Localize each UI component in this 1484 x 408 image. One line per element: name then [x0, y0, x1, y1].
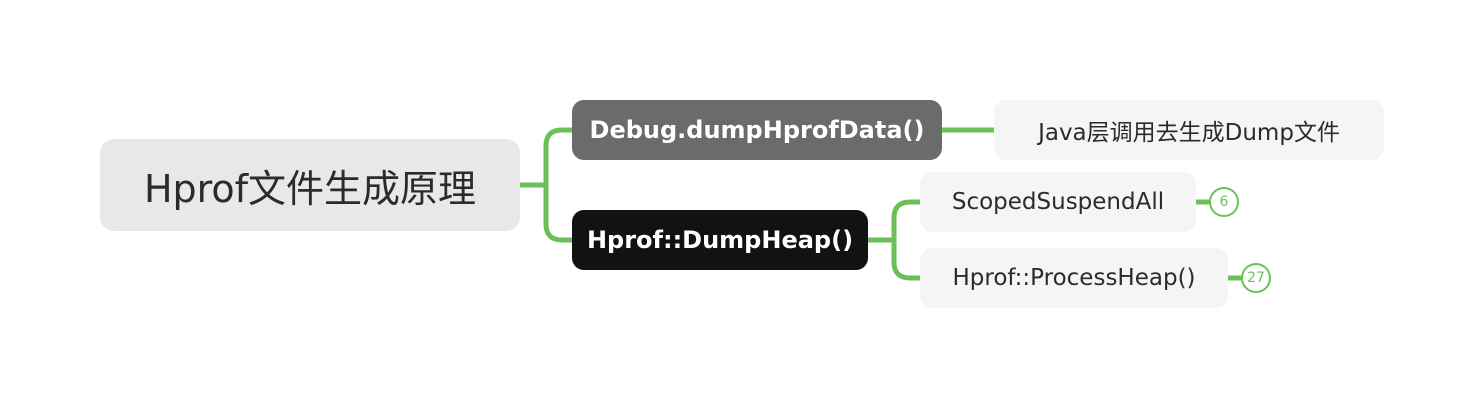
branch-topic-debug-dump[interactable]: Debug.dumpHprofData() — [572, 100, 942, 160]
subtopic-java-layer[interactable]: Java层调用去生成Dump文件 — [994, 100, 1384, 160]
connector-dumpheap-to-process — [891, 237, 923, 281]
badge-count: 6 — [1219, 194, 1229, 210]
subtopic-label: Hprof::ProcessHeap() — [952, 265, 1196, 291]
badge-count: 27 — [1247, 270, 1265, 286]
root-topic[interactable]: Hprof文件生成原理 — [100, 139, 520, 231]
connector-dumpheap-to-scoped — [891, 199, 923, 243]
subtopic-label: ScopedSuspendAll — [951, 189, 1165, 215]
branch-topic-label: Hprof::DumpHeap() — [586, 226, 854, 254]
connector-root-to-dumpheap — [543, 182, 575, 243]
subtopic-label: Java层调用去生成Dump文件 — [1038, 120, 1340, 146]
collapsed-count-badge-icon[interactable]: 6 — [1209, 187, 1239, 217]
collapsed-count-badge-icon[interactable]: 27 — [1241, 263, 1271, 293]
root-topic-label: Hprof文件生成原理 — [143, 166, 477, 211]
branch-topic-label: Debug.dumpHprofData() — [589, 116, 925, 144]
branch-topic-dumpheap[interactable]: Hprof::DumpHeap() — [572, 210, 868, 270]
subtopic-scoped-suspend-all[interactable]: ScopedSuspendAll — [920, 172, 1196, 232]
connector-root-to-debug — [543, 127, 575, 188]
subtopic-process-heap[interactable]: Hprof::ProcessHeap() — [920, 248, 1228, 308]
